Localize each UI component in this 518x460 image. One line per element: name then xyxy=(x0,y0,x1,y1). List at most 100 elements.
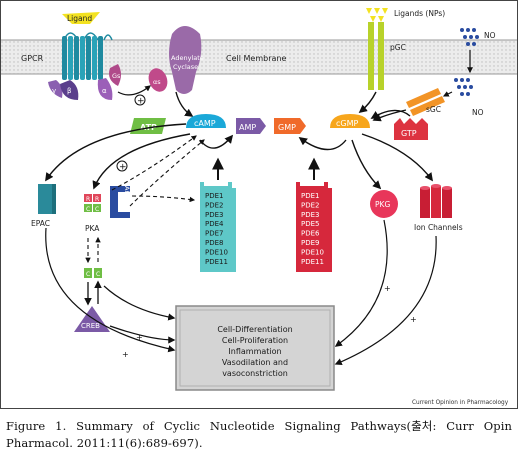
g-gamma-label: γ xyxy=(52,87,56,95)
g-protein-complex xyxy=(48,64,121,100)
ligand-shape xyxy=(62,12,100,24)
cgmp-node xyxy=(330,114,370,128)
pka-c1: C xyxy=(86,206,90,213)
creb-label: CREB xyxy=(81,322,100,330)
nuclear-c1: C xyxy=(86,271,90,278)
gmp-label: GMP xyxy=(278,123,296,132)
plus-sign: + xyxy=(137,97,145,107)
outcome-item-0: Cell-Differentiation xyxy=(217,325,292,334)
pde-cgmp-item-2: PDE3 xyxy=(301,211,320,219)
adenylate-cyclase-line2: Cyclase xyxy=(173,63,198,71)
ion-channels xyxy=(420,184,452,218)
pgc-label: pGC xyxy=(390,43,406,52)
adenylate-cyclase-line1: Adenylate xyxy=(171,54,204,62)
outcome-item-3: Vasodilation and xyxy=(222,358,288,367)
pka-complex xyxy=(84,194,101,212)
pde-camp-box xyxy=(200,182,236,272)
pde-cgmp-item-5: PDE9 xyxy=(301,239,320,247)
pathway-diagram: Cell Membrane GPCR Ligand γ β α Gs αs + xyxy=(0,0,518,409)
arrow-ion-to-outcome xyxy=(334,235,437,366)
arrow-sgc-to-cgmp xyxy=(372,109,407,122)
outcome-box xyxy=(175,305,335,391)
camp-node xyxy=(186,114,226,128)
pde-cgmp-item-6: PDE10 xyxy=(301,248,324,256)
sgc-enzyme xyxy=(406,88,445,116)
dashed-arrow-akap-to-pde xyxy=(131,195,196,203)
epac-block xyxy=(38,184,56,214)
pkg-label: PKG xyxy=(375,200,390,209)
ligands-nps-label: Ligands (NPs) xyxy=(394,9,445,18)
pde-camp-item-6: PDE10 xyxy=(205,248,228,256)
g-beta-label: β xyxy=(67,87,71,95)
sgc-label: sGC xyxy=(426,105,441,114)
pde-cgmp-item-7: PDE11 xyxy=(301,258,324,266)
arrow-creb-to-outcome xyxy=(109,325,176,344)
creb-shape xyxy=(74,306,110,332)
activation-circle-pka: + xyxy=(116,160,128,173)
pka-r1: R xyxy=(86,196,90,203)
figure-caption: Figure 1. Summary of Cyclic Nucleotide S… xyxy=(6,418,512,452)
adenylate-cyclase xyxy=(169,26,202,94)
pkg-node xyxy=(370,190,398,218)
pde-camp-item-4: PDE7 xyxy=(205,230,224,238)
cell-membrane-label: Cell Membrane xyxy=(226,54,286,63)
pde-cgmp-item-3: PDE5 xyxy=(301,220,320,228)
outcome-item-1: Cell-Proliferation xyxy=(222,336,288,345)
arrow-epac-to-outcome xyxy=(45,227,176,353)
dashed-arrow-akap-to-camp xyxy=(111,135,197,191)
g-alpha-label: α xyxy=(102,87,107,95)
cgmp-label: cGMP xyxy=(336,119,359,128)
no-label-right: NO xyxy=(472,108,484,117)
pka-c2: C xyxy=(95,206,99,213)
outcome-list: Cell-DifferentiationCell-ProliferationIn… xyxy=(217,325,292,378)
plus-ion: + xyxy=(410,315,417,324)
nuclear-c-subunits xyxy=(84,268,102,278)
plus-sign-pka: + xyxy=(119,163,127,173)
arrow-gs-to-cyclase xyxy=(117,85,151,96)
dashed-arrow-pka-to-akap xyxy=(129,139,205,207)
arrow-camp-to-pka xyxy=(92,133,191,190)
outcome-item-2: Inflammation xyxy=(228,347,281,356)
pde-camp-item-3: PDE4 xyxy=(205,220,224,228)
nuclear-c2: C xyxy=(96,271,100,278)
arrow-pka-to-outcome xyxy=(103,285,176,321)
pde-cgmp-item-1: PDE2 xyxy=(301,201,320,209)
plus-epac: + xyxy=(122,350,129,359)
arrow-pgc-to-cgmp xyxy=(358,91,377,114)
arrow-cyclase-to-camp xyxy=(175,91,194,117)
pgc-receptor xyxy=(368,22,384,90)
gpcr-receptor xyxy=(62,32,113,80)
akap-anchor xyxy=(110,186,130,218)
pka-label: PKA xyxy=(85,224,100,233)
amp-badge xyxy=(236,118,266,134)
source-credit: Current Opinion in Pharmacology xyxy=(412,400,509,406)
np-ligands xyxy=(366,8,388,22)
camp-label: cAMP xyxy=(194,119,216,128)
g-alpha-s-shape xyxy=(148,68,168,92)
caption-line-2: Pharmacol. 2011:11(6):689-697). xyxy=(6,436,203,450)
arrow-cgmp-to-pkg xyxy=(351,139,382,190)
pka-r2: R xyxy=(95,196,99,203)
no-molecules-top xyxy=(460,28,479,46)
caption-line-1: Figure 1. Summary of Cyclic Nucleotide S… xyxy=(6,419,512,433)
arrow-no-to-sgc xyxy=(442,91,453,97)
arrow-pkg-to-outcome xyxy=(334,219,388,347)
pde-camp-item-2: PDE3 xyxy=(205,211,224,219)
gpcr-label: GPCR xyxy=(21,54,44,63)
gmp-badge xyxy=(274,118,306,134)
plus-creb: + xyxy=(136,333,143,342)
no-molecules-right xyxy=(454,78,473,96)
activation-circle-gpcr: + xyxy=(134,94,146,107)
arrow-cgmp-to-ion-channels xyxy=(361,133,433,182)
pde-camp-item-5: PDE8 xyxy=(205,239,224,247)
no-label-top: NO xyxy=(484,31,496,40)
gtp-badge xyxy=(394,118,428,140)
amp-label: AMP xyxy=(239,123,256,132)
pde-cgmp-item-0: PDE1 xyxy=(301,192,320,200)
g-alpha-s-cyclase-label: αs xyxy=(153,78,161,86)
ion-channels-label: Ion Channels xyxy=(414,223,463,232)
pde-camp-item-7: PDE11 xyxy=(205,258,228,266)
akap-label: AKAP xyxy=(123,186,131,203)
